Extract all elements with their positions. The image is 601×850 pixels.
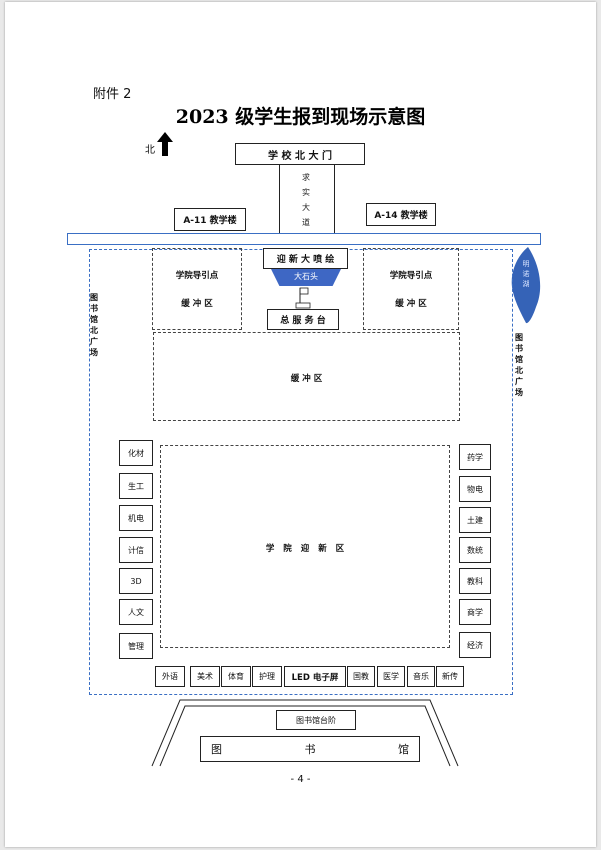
college-box-left: 管理 (119, 633, 153, 659)
college-box-bottom: 美术 (190, 666, 220, 687)
buffer-middle-label: 缓 冲 区 (290, 374, 323, 384)
college-box-right: 数统 (459, 537, 491, 563)
college-welcome-area (160, 445, 450, 648)
welcome-banner: 迎 新 大 喷 绘 (263, 248, 348, 269)
college-box-left: 机电 (119, 505, 153, 531)
lake-char: 湖 (522, 280, 530, 288)
library: 图 书 馆 (200, 736, 420, 762)
college-box-bottom: 音乐 (407, 666, 435, 687)
guide-right-buffer: 缓 冲 区 (395, 299, 427, 309)
service-desk: 总 服 务 台 (267, 309, 339, 330)
avenue-char: 大 (302, 203, 310, 212)
qiushi-avenue (279, 165, 335, 233)
plaza-right-char: 图 (515, 333, 523, 342)
avenue-char: 求 (302, 173, 310, 182)
guide-left-title: 学院导引点 (175, 271, 219, 281)
plaza-right-char: 馆 (515, 355, 523, 364)
big-stone-shape (271, 269, 341, 286)
big-stone-label: 大石头 (294, 272, 318, 281)
college-box-right: 教科 (459, 568, 491, 594)
college-box-left: 生工 (119, 473, 153, 499)
plaza-left-char: 馆 (90, 315, 98, 324)
college-box-bottom: 新传 (436, 666, 464, 687)
college-box-right: 土建 (459, 507, 491, 533)
avenue-char: 实 (302, 188, 310, 197)
plaza-left-char: 图 (90, 293, 98, 302)
college-box-bottom: 外语 (155, 666, 185, 687)
guide-left-buffer: 缓 冲 区 (181, 299, 213, 309)
library-char-3: 馆 (398, 743, 409, 756)
college-box-right: 经济 (459, 632, 491, 658)
plaza-left-char: 书 (90, 304, 98, 313)
north-arrow-icon (157, 132, 173, 156)
college-box-left: 3D (119, 568, 153, 594)
building-a14: A-14 教学楼 (366, 203, 436, 226)
guide-right-title: 学院导引点 (389, 271, 433, 281)
building-a11: A-11 教学楼 (174, 208, 246, 231)
plaza-right-char: 场 (515, 388, 523, 397)
buffer-zone-middle (153, 332, 460, 421)
lake-char: 明 (522, 260, 530, 268)
flag-icon (295, 287, 311, 309)
library-north-plaza-left: 图书馆北广场 (89, 292, 99, 358)
plaza-left-char: 北 (90, 326, 98, 335)
road-band (67, 233, 541, 245)
plaza-right-char: 北 (515, 366, 523, 375)
college-box-left: 人文 (119, 599, 153, 625)
attachment-label: 附件 2 (93, 87, 132, 102)
led-screen: LED 电子屏 (284, 666, 346, 687)
lake-label: 明诺湖 (521, 259, 531, 289)
page-number: - 4 - (290, 774, 311, 785)
plaza-right-char: 广 (515, 377, 523, 386)
plaza-right-char: 书 (515, 344, 523, 353)
college-box-right: 商学 (459, 599, 491, 625)
library-outline (151, 699, 459, 767)
college-box-bottom: 国教 (347, 666, 375, 687)
library-char-2: 书 (304, 743, 316, 756)
avenue-label: 求实大道 (279, 170, 333, 230)
welcome-area-label: 学 院 迎 新 区 (265, 544, 345, 554)
north-label: 北 (145, 145, 155, 156)
lake-shape (511, 247, 541, 324)
north-gate: 学 校 北 大 门 (235, 143, 365, 165)
college-box-left: 计信 (119, 537, 153, 563)
college-box-right: 物电 (459, 476, 491, 502)
page-title: 2023 级学生报到现场示意图 (175, 106, 426, 128)
college-box-bottom: 护理 (252, 666, 282, 687)
plaza-left-char: 广 (90, 337, 98, 346)
college-box-left: 化材 (119, 440, 153, 466)
college-box-right: 药学 (459, 444, 491, 470)
college-box-bottom: 医学 (377, 666, 405, 687)
avenue-char: 道 (302, 218, 310, 227)
guide-point-right (363, 248, 459, 330)
library-north-plaza-right: 图书馆北广场 (514, 332, 524, 398)
lake-char: 诺 (522, 270, 530, 278)
college-box-bottom: 体育 (221, 666, 251, 687)
document-page: 附件 2 2023 级学生报到现场示意图 北 学 校 北 大 门 求实大道 A-… (5, 2, 596, 847)
plaza-left-char: 场 (90, 348, 98, 357)
library-steps: 图书馆台阶 (276, 710, 356, 730)
guide-point-left (152, 248, 242, 330)
library-char-1: 图 (211, 743, 222, 756)
